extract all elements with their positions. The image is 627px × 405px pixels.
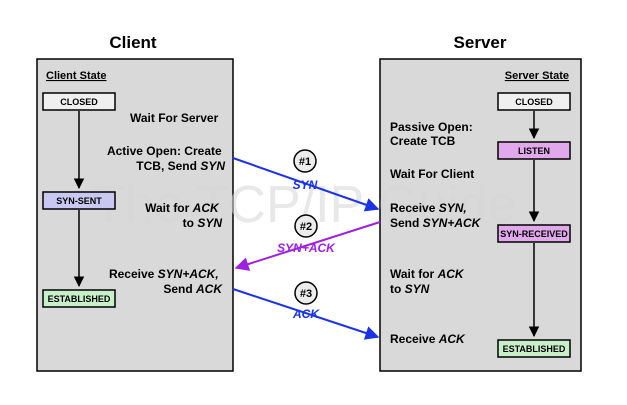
server-panel xyxy=(379,58,582,372)
client-event-wait-for-server: Wait For Server xyxy=(130,111,219,125)
client-state-established: ESTABLISHED xyxy=(42,289,116,308)
svg-text:SYN-RECEIVED: SYN-RECEIVED xyxy=(500,229,568,239)
syn-message-arrow xyxy=(232,157,380,212)
client-panel xyxy=(36,58,234,372)
server-state-listen: LISTEN xyxy=(497,141,571,160)
svg-text:ESTABLISHED: ESTABLISHED xyxy=(48,294,111,304)
message-number-2: #2 xyxy=(294,214,318,238)
server-event-receive-ack: Receive ACK xyxy=(390,332,466,346)
syn-ack-message-arrow xyxy=(234,221,381,271)
svg-text:CLOSED: CLOSED xyxy=(60,97,98,107)
client-event-active-open: Active Open: Create TCB, Send SYN xyxy=(107,144,225,173)
svg-text:SYN-SENT: SYN-SENT xyxy=(56,196,102,206)
svg-text:#2: #2 xyxy=(300,221,312,233)
ack-message-arrow xyxy=(232,288,380,340)
client-state-syn-sent: SYN-SENT xyxy=(42,191,116,210)
syn-ack-message-label: SYN+ACK xyxy=(277,241,336,255)
client-state-header: Client State xyxy=(46,70,107,82)
client-event-receive-syn-ack: Receive SYN+ACK, Send ACK xyxy=(109,267,223,296)
svg-text:LISTEN: LISTEN xyxy=(518,146,550,156)
server-event-wait-for-client: Wait For Client xyxy=(390,167,474,181)
server-event-wait-for-ack: Wait for ACK to SYN xyxy=(390,267,467,296)
server-state-header: Server State xyxy=(505,70,569,82)
server-title: Server xyxy=(454,33,507,52)
client-event-wait-for-ack: Wait for ACK to SYN xyxy=(145,201,222,230)
svg-text:ESTABLISHED: ESTABLISHED xyxy=(503,344,566,354)
server-state-syn-received: SYN-RECEIVED xyxy=(497,224,571,243)
server-state-closed: CLOSED xyxy=(497,92,571,111)
svg-text:#1: #1 xyxy=(299,156,311,168)
client-state-closed: CLOSED xyxy=(42,92,116,111)
server-event-passive-open: Passive Open: Create TCB xyxy=(390,120,476,148)
server-state-established: ESTABLISHED xyxy=(497,339,571,358)
svg-text:CLOSED: CLOSED xyxy=(515,97,553,107)
client-title: Client xyxy=(109,33,157,52)
message-number-1: #1 xyxy=(293,149,317,173)
server-event-receive-syn: Receive SYN, Send SYN+ACK xyxy=(390,201,482,230)
message-number-3: #3 xyxy=(294,281,318,305)
syn-message-label: SYN xyxy=(293,178,318,192)
svg-text:#3: #3 xyxy=(300,288,312,300)
ack-message-label: ACK xyxy=(292,307,320,321)
